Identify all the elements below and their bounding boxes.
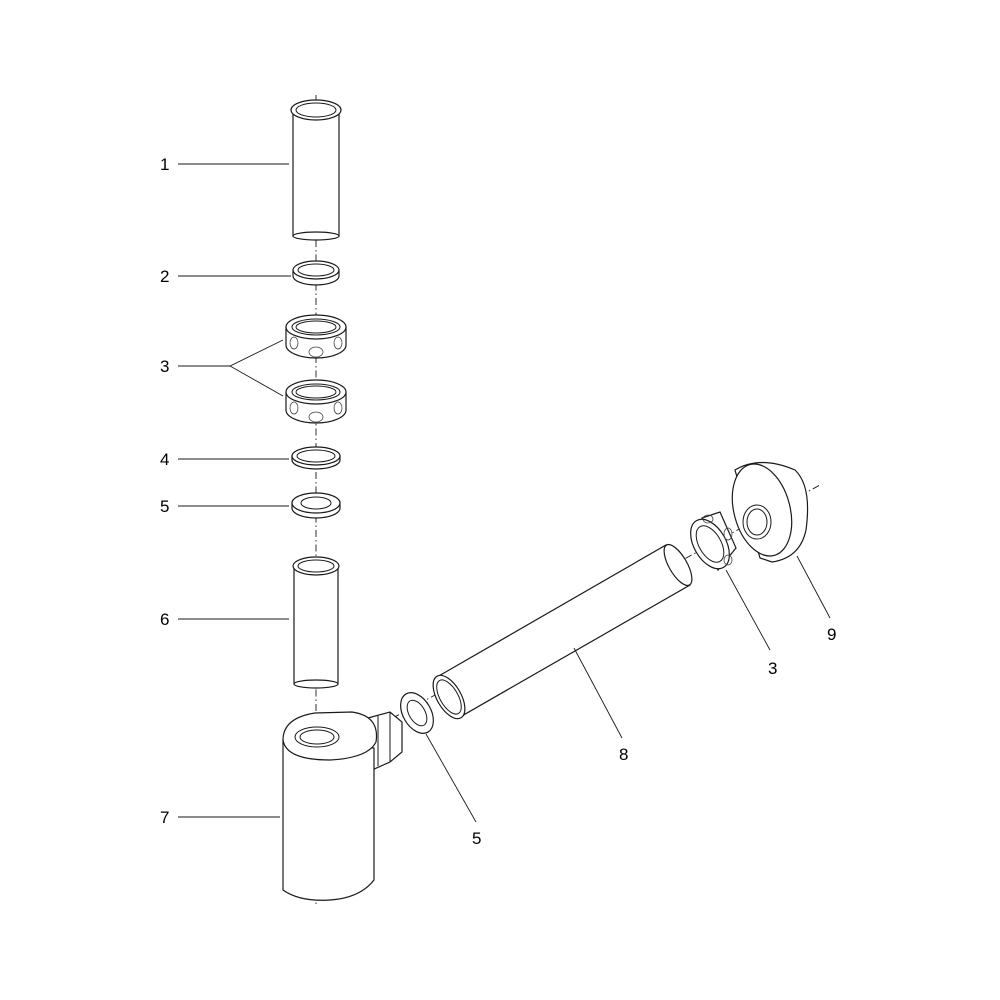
callout-2: 2 xyxy=(160,267,169,286)
part-7-siphon-body xyxy=(282,711,403,901)
callout-5b: 5 xyxy=(472,829,481,848)
part-5-gasket xyxy=(291,492,341,519)
callout-8: 8 xyxy=(619,745,628,764)
leader-9 xyxy=(796,555,831,619)
part-8-wall-pipe xyxy=(432,543,693,720)
part-2-ring xyxy=(292,260,340,286)
callout-4: 4 xyxy=(160,450,169,469)
leader-3-upper xyxy=(178,339,284,367)
leader-3-lower xyxy=(229,365,284,397)
part-3-lower-nut xyxy=(285,379,347,424)
part-3-outlet-nut xyxy=(690,511,737,572)
callout-5: 5 xyxy=(160,497,169,516)
part-5-gasket-outlet xyxy=(400,692,434,734)
callout-1: 1 xyxy=(160,155,169,174)
leader-5b xyxy=(425,733,477,823)
part-4-seal-ring xyxy=(291,446,341,470)
part-6-dip-tube xyxy=(292,556,340,689)
callout-6: 6 xyxy=(160,610,169,629)
callout-7: 7 xyxy=(160,808,169,827)
part-1-tailpiece-tube xyxy=(290,99,342,241)
part-9-wall-rosette xyxy=(731,461,809,563)
callout-3: 3 xyxy=(160,357,169,376)
callout-9: 9 xyxy=(827,625,836,644)
leader-8 xyxy=(573,647,623,739)
leader-lines xyxy=(178,163,831,823)
callout-3b: 3 xyxy=(768,659,777,678)
leader-3b xyxy=(725,569,771,651)
part-3-upper-nut xyxy=(285,314,347,359)
